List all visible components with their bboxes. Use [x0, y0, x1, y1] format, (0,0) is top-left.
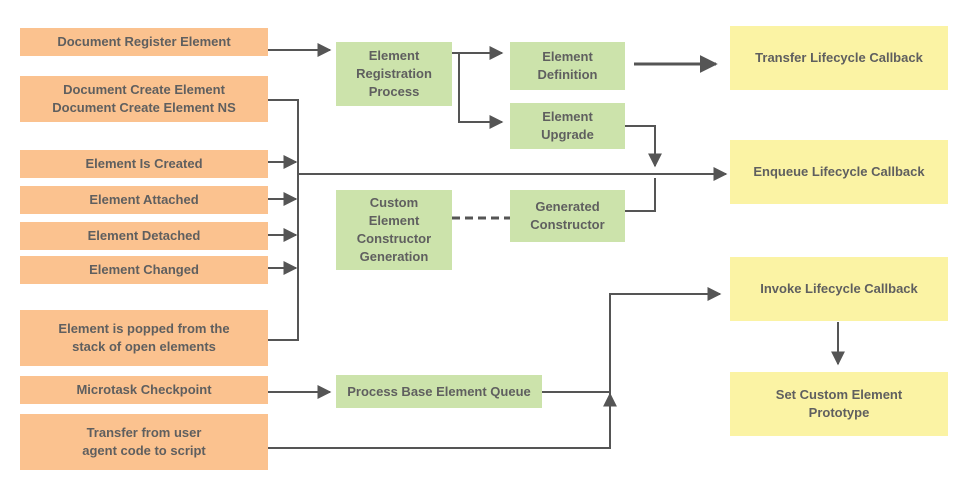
node-element-detached: Element Detached	[20, 222, 268, 250]
node-document-register-element: Document Register Element	[20, 28, 268, 56]
node-custom-element-constructor-generation: Custom Element Constructor Generation	[336, 190, 452, 270]
edge-upgrade-to-enqueue	[625, 125, 662, 168]
node-enqueue-lifecycle-callback: Enqueue Lifecycle Callback	[730, 140, 948, 204]
node-process-base-element-queue: Process Base Element Queue	[336, 375, 542, 408]
node-element-changed: Element Changed	[20, 256, 268, 284]
node-element-definition: Element Definition	[510, 42, 625, 90]
node-element-attached: Element Attached	[20, 186, 268, 214]
node-transfer-from-user-agent: Transfer from user agent code to script	[20, 414, 268, 470]
node-invoke-lifecycle-callback: Invoke Lifecycle Callback	[730, 257, 948, 321]
node-element-popped: Element is popped from the stack of open…	[20, 310, 268, 366]
node-set-custom-element-prototype: Set Custom Element Prototype	[730, 372, 948, 436]
node-microtask-checkpoint: Microtask Checkpoint	[20, 376, 268, 404]
node-document-create-element: Document Create Element Document Create …	[20, 76, 268, 122]
node-generated-constructor: Generated Constructor	[510, 190, 625, 242]
edge-generated-constructor-to-enqueue	[625, 178, 656, 212]
node-element-is-created: Element Is Created	[20, 150, 268, 178]
bus-vertical	[268, 99, 299, 341]
edge-transfer-to-invoke	[268, 287, 722, 449]
node-transfer-lifecycle-callback: Transfer Lifecycle Callback	[730, 26, 948, 90]
edge-registration-to-upgrade	[458, 53, 504, 129]
node-element-registration-process: Element Registration Process	[336, 42, 452, 106]
node-element-upgrade: Element Upgrade	[510, 103, 625, 149]
